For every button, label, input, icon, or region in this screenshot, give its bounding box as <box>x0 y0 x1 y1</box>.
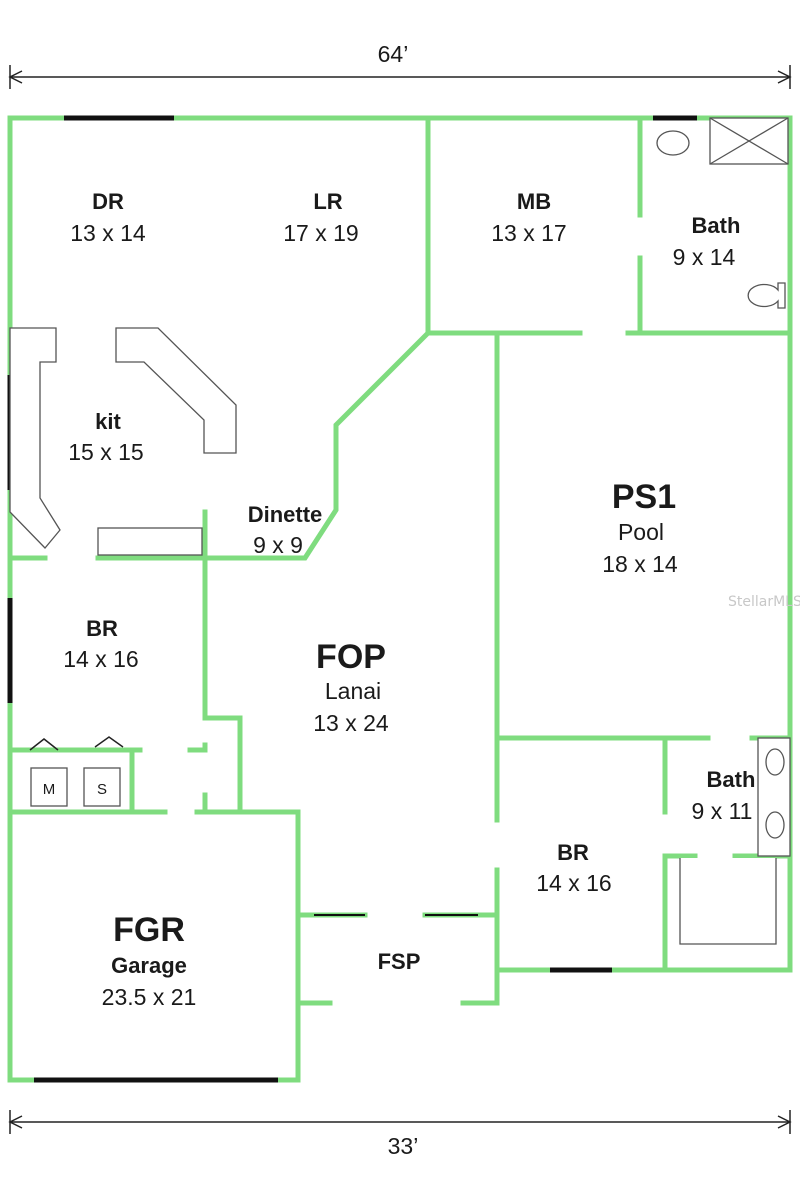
dinette-label: Dinette <box>248 502 323 527</box>
ps1-size: 18 x 14 <box>602 551 678 577</box>
lr-label: LR <box>313 189 342 214</box>
kitchen-bar <box>97 527 203 556</box>
br1-label: BR <box>86 616 118 641</box>
fixtures <box>9 117 791 945</box>
mb-size: 13 x 17 <box>491 220 566 246</box>
bath2-label: Bath <box>707 767 756 792</box>
top-dimension-label: 64’ <box>378 41 409 67</box>
kitchen-counter-island <box>115 327 237 454</box>
washer-icon <box>30 767 68 807</box>
fgr-label: FGR <box>113 911 185 949</box>
sink-icon <box>765 748 785 776</box>
bottom-dimension-line <box>8 1110 792 1134</box>
dryer-icon <box>83 767 121 807</box>
fsp-label: FSP <box>378 949 421 974</box>
br2-size: 14 x 16 <box>536 870 611 896</box>
fop-label: FOP <box>316 638 386 676</box>
kit-size: 15 x 15 <box>68 439 143 465</box>
tub-icon <box>679 858 777 945</box>
watermark: StellarMLS <box>728 594 800 610</box>
br2-label: BR <box>557 840 589 865</box>
fgr-sub: Garage <box>111 953 187 978</box>
walls <box>7 115 793 1083</box>
fop-sub: Lanai <box>325 678 381 704</box>
dr-size: 13 x 14 <box>70 220 146 246</box>
fop-size: 13 x 24 <box>313 710 389 736</box>
lr-size: 17 x 19 <box>283 220 358 246</box>
washer-label: M <box>43 781 56 798</box>
toilet-icon <box>747 282 786 309</box>
kit-label: kit <box>95 409 121 434</box>
dr-label: DR <box>92 189 124 214</box>
bath2-size: 9 x 11 <box>692 798 753 824</box>
sink-icon <box>765 811 785 839</box>
dinette-size: 9 x 9 <box>253 532 303 558</box>
br1-size: 14 x 16 <box>63 646 138 672</box>
bottom-dimension-label: 33’ <box>388 1133 419 1159</box>
mb-label: MB <box>517 189 551 214</box>
tub-icon <box>656 130 690 156</box>
fgr-size: 23.5 x 21 <box>102 984 197 1010</box>
kitchen-counter-left <box>9 327 61 549</box>
bath1-label: Bath <box>692 213 741 238</box>
top-dimension-line <box>8 65 792 89</box>
bath1-size: 9 x 14 <box>673 244 736 270</box>
dryer-label: S <box>97 781 107 798</box>
ps1-sub: Pool <box>618 519 664 545</box>
ps1-label: PS1 <box>612 478 676 516</box>
